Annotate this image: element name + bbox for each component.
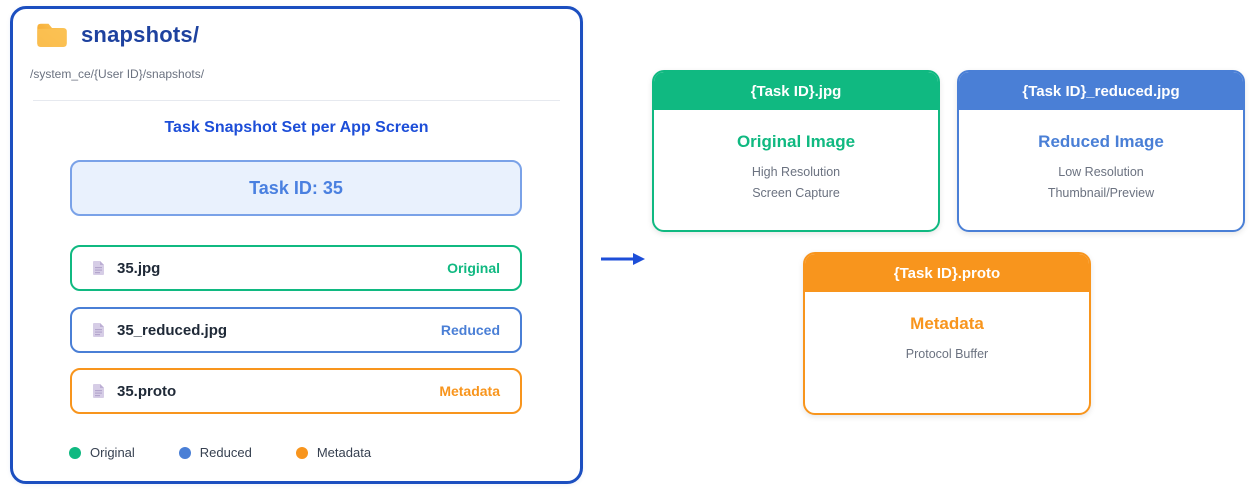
card-body: Reduced Image Low Resolution Thumbnail/P…: [959, 110, 1243, 204]
legend-item-reduced: Reduced: [178, 445, 252, 460]
file-tag-original: Original: [447, 260, 500, 276]
file-tag-metadata: Metadata: [439, 383, 500, 399]
card-line: Screen Capture: [752, 186, 840, 200]
legend-label: Reduced: [199, 445, 252, 460]
folder-path: /system_ce/{User ID}/snapshots/: [30, 67, 205, 81]
divider: [33, 100, 560, 101]
card-line: Low Resolution: [1058, 165, 1144, 179]
card-header: {Task ID}.proto: [805, 254, 1089, 292]
flow-arrow-icon: [599, 250, 647, 273]
file-tag-reduced: Reduced: [440, 322, 500, 338]
panel-title: Task Snapshot Set per App Screen: [164, 119, 429, 136]
card-body: Original Image High Resolution Screen Ca…: [654, 110, 938, 204]
folder-header: snapshots/: [35, 21, 199, 49]
card-body: Metadata Protocol Buffer: [805, 292, 1089, 365]
file-name: 35_reduced.jpg: [117, 321, 228, 339]
folder-name: snapshots/: [81, 22, 200, 47]
card-line: High Resolution: [751, 165, 841, 179]
card-metadata: {Task ID}.proto Metadata Protocol Buffer: [803, 252, 1091, 415]
card-line: Thumbnail/Preview: [1047, 186, 1155, 200]
card-title: Original Image: [736, 132, 856, 151]
file-name: 35.jpg: [117, 259, 161, 277]
card-line: Protocol Buffer: [905, 347, 989, 361]
snapshots-folder-panel: snapshots/ /system_ce/{User ID}/snapshot…: [10, 6, 583, 484]
metadata-dot-icon: [295, 446, 308, 459]
card-original-image: {Task ID}.jpg Original Image High Resolu…: [652, 70, 940, 232]
file-row-reduced: 35_reduced.jpg Reduced: [70, 307, 522, 353]
card-title: Metadata: [910, 314, 984, 333]
card-title: Reduced Image: [1038, 132, 1164, 151]
task-id-box: Task ID: 35: [70, 160, 522, 216]
task-id-label: Task ID: 35: [249, 177, 343, 198]
reduced-dot-icon: [178, 446, 191, 459]
legend-item-original: Original: [69, 445, 135, 460]
document-icon: [92, 383, 105, 399]
card-header: {Task ID}_reduced.jpg: [959, 72, 1243, 110]
original-dot-icon: [69, 446, 81, 459]
document-icon: [92, 322, 105, 338]
file-row-metadata: 35.proto Metadata: [70, 368, 522, 414]
card-header: {Task ID}.jpg: [654, 72, 938, 110]
folder-icon: [35, 21, 69, 49]
file-row-original: 35.jpg Original: [70, 245, 522, 291]
legend-label: Metadata: [316, 445, 372, 460]
legend-item-metadata: Metadata: [295, 445, 372, 460]
legend-label: Original: [90, 445, 135, 460]
document-icon: [92, 260, 105, 276]
file-name: 35.proto: [117, 382, 177, 400]
legend: Original Reduced Metadata: [69, 445, 371, 460]
card-reduced-image: {Task ID}_reduced.jpg Reduced Image Low …: [957, 70, 1245, 232]
